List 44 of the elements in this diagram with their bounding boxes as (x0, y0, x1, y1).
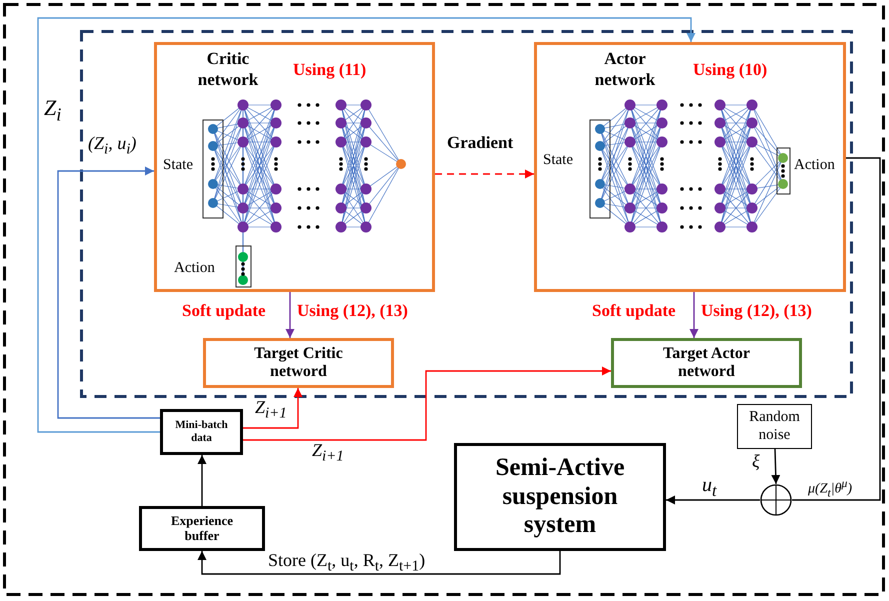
edge-label: Z$_{i}$ (44, 96, 62, 125)
edge-label: Z$_{i+1}$ (312, 441, 344, 466)
edge-label: Soft update (592, 302, 676, 321)
arrow (690, 292, 698, 338)
edge-label: Gradient (447, 134, 514, 153)
edge-label: u$_{t}$ (702, 474, 717, 500)
arrow (37, 17, 696, 433)
summing-junction (760, 484, 792, 516)
arrow (286, 292, 294, 338)
arrow (57, 166, 160, 419)
dashed-frame (3, 3, 885, 596)
edge-label: Z$_{i+1}$ (255, 398, 287, 422)
target-network-box: Target Critic netword (203, 338, 394, 388)
system-box: Semi-Active suspension system (454, 443, 666, 551)
arrow (198, 455, 206, 506)
arrow (243, 366, 611, 441)
network-title: Actor network (594, 48, 656, 90)
output-label: Action (794, 157, 836, 174)
equation-reference: Using (10) (693, 61, 768, 80)
input-label: Action (174, 260, 216, 276)
equation-reference: Using (12), (13) (297, 302, 408, 321)
target-network-box: Target Actor netword (611, 338, 802, 388)
edge-label: ξ (752, 452, 760, 472)
network-title: Critic network (196, 48, 260, 90)
critic-network-box (154, 42, 435, 292)
edge-label: Soft update (182, 302, 266, 321)
input-label: State (163, 157, 194, 174)
edge-label: (Z$_{i}$, u$_{i}$) (88, 134, 136, 158)
process-box: Random noise (737, 404, 812, 449)
connector-line (792, 157, 881, 501)
dashed-arrow (435, 170, 534, 178)
equation-reference: Using (11) (293, 61, 368, 80)
process-box: Experience buffer (139, 506, 265, 551)
arrow (771, 448, 780, 484)
arrow (198, 551, 561, 575)
actor-network-box (534, 42, 846, 292)
dashed-group-frame (80, 30, 853, 398)
edge-label: μ(Z$_{t}$|θ$^{μ}$) (808, 478, 852, 500)
process-box: Mini-batch data (160, 409, 243, 455)
arrow (243, 388, 302, 429)
arrow (666, 496, 760, 504)
equation-reference: Using (12), (13) (701, 302, 812, 321)
input-label: State (543, 152, 574, 168)
edge-label: Store (Z$_{t}$, u$_{t}$, R$_{t}$, Z$_{t+1}$) (268, 551, 426, 576)
